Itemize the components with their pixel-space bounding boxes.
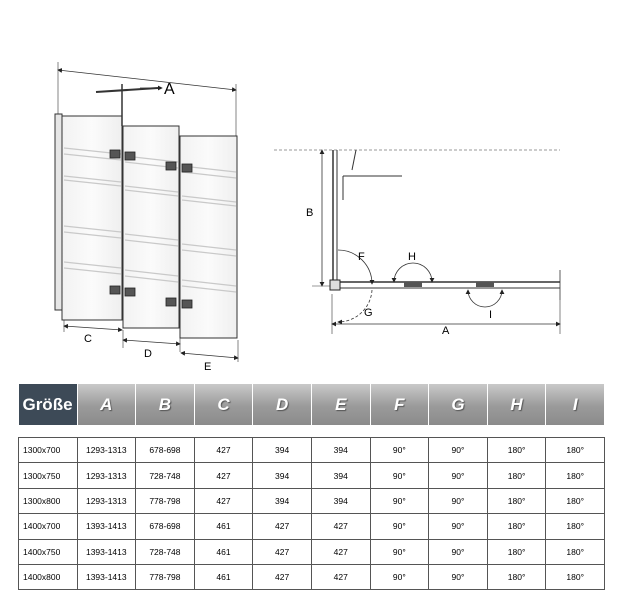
table-cell: 427 — [310, 538, 371, 565]
table-cell: 678-698 — [135, 513, 195, 540]
header-i: I — [545, 384, 605, 425]
table-cell: 778-798 — [135, 487, 195, 515]
header-f: F — [370, 384, 430, 425]
table-cell: 394 — [310, 462, 371, 489]
table-cell: 180° — [486, 563, 547, 591]
table-cell: 427 — [252, 563, 312, 591]
table-cell: 180° — [545, 436, 605, 464]
table-cell-size: 1400x800 — [18, 563, 78, 591]
table-cell-size: 1300x750 — [18, 462, 78, 489]
table-cell: 180° — [545, 538, 605, 565]
table-cell: 90° — [369, 563, 430, 591]
table-cell: 427 — [252, 513, 312, 540]
plan-hinges — [404, 282, 494, 287]
table-cell: 180° — [545, 462, 605, 489]
table-cell: 1393-1413 — [76, 563, 137, 591]
table-cell: 427 — [310, 513, 371, 540]
header-size: Größe — [18, 384, 78, 425]
table-cell: 461 — [193, 538, 254, 565]
header-a: A — [77, 384, 137, 425]
front-view: A C D E — [54, 62, 239, 370]
table-cell: 90° — [369, 513, 430, 540]
table-cell: 180° — [486, 436, 547, 464]
table-cell: 778-798 — [135, 563, 195, 591]
hinges — [109, 149, 193, 309]
table-cell: 427 — [193, 487, 254, 515]
table-cell: 180° — [486, 538, 547, 565]
table-cell: 461 — [193, 563, 254, 591]
table-cell: 90° — [428, 563, 488, 591]
table-cell: 427 — [193, 462, 254, 489]
header-b: B — [135, 384, 195, 425]
table-cell: 394 — [252, 462, 312, 489]
label-f: F — [358, 251, 365, 263]
table-cell: 90° — [428, 462, 488, 489]
table-cell: 394 — [310, 487, 371, 515]
label-a-top: A — [164, 81, 175, 98]
table-cell: 180° — [545, 563, 605, 591]
table-cell-size: 1400x750 — [18, 538, 78, 565]
table-cell: 394 — [310, 436, 371, 464]
label-a-plan: A — [442, 325, 450, 337]
table-cell: 1393-1413 — [76, 513, 137, 540]
table-cell: 728-748 — [135, 538, 195, 565]
table-cell: 90° — [369, 487, 430, 515]
label-h: H — [408, 251, 416, 263]
shower-screen-diagram: A C D E B F — [54, 62, 561, 370]
label-i: I — [489, 309, 492, 321]
label-e: E — [204, 361, 211, 370]
table-cell: 427 — [252, 538, 312, 565]
table-cell: 728-748 — [135, 462, 195, 489]
table-cell: 427 — [193, 436, 254, 464]
label-g: G — [364, 307, 373, 319]
table-cell-size: 1300x800 — [18, 487, 78, 515]
table-cell: 394 — [252, 487, 312, 515]
table-cell: 90° — [369, 436, 430, 464]
support-bar — [95, 87, 159, 93]
table-cell: 90° — [428, 487, 488, 515]
table-cell: 1293-1313 — [76, 462, 137, 489]
header-e: E — [311, 384, 371, 425]
table-cell: 1293-1313 — [76, 436, 137, 464]
table-cell: 394 — [252, 436, 312, 464]
table-cell: 678-698 — [135, 436, 195, 464]
header-g: G — [428, 384, 488, 425]
table-cell-size: 1300x700 — [18, 436, 78, 464]
table-cell: 90° — [428, 538, 488, 565]
plan-view: B F G H I A — [274, 149, 561, 337]
table-cell: 180° — [486, 487, 547, 515]
table-cell: 1293-1313 — [76, 487, 137, 515]
table-cell: 180° — [545, 487, 605, 515]
header-h: H — [487, 384, 547, 425]
table-cell: 427 — [310, 563, 371, 591]
table-cell: 180° — [486, 513, 547, 540]
table-header-row: Größe A B C D E F G H I — [18, 384, 605, 425]
label-c: C — [84, 333, 92, 345]
table-cell: 180° — [486, 462, 547, 489]
table-cell: 1393-1413 — [76, 538, 137, 565]
table-cell: 90° — [369, 538, 430, 565]
header-d: D — [252, 384, 312, 425]
table-cell: 90° — [369, 462, 430, 489]
label-d: D — [144, 348, 152, 360]
table-cell: 461 — [193, 513, 254, 540]
table-cell: 90° — [428, 436, 488, 464]
table-cell: 180° — [545, 513, 605, 540]
wall-profile — [54, 113, 63, 311]
label-b: B — [306, 207, 313, 219]
table-cell: 90° — [428, 513, 488, 540]
header-c: C — [194, 384, 254, 425]
table-cell-size: 1400x700 — [18, 513, 78, 540]
